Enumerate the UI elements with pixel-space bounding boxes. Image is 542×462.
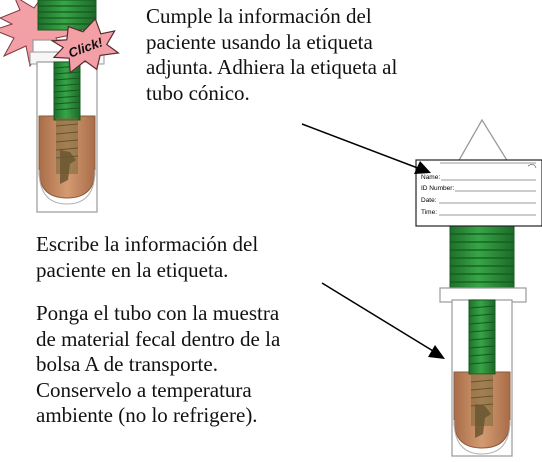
label-field-time: Time:: [421, 209, 437, 216]
instruction-write-info: Escribe la información del paciente en l…: [36, 232, 336, 283]
instruction-line: bolsa A de transporte.: [36, 352, 218, 376]
instruction-line: adjunta. Adhiera la etiqueta al: [146, 55, 398, 79]
label-field-id: ID Number:: [421, 185, 454, 192]
instruction-line: Escribe la información del: [36, 232, 259, 256]
instruction-line: Cumple la información del: [146, 4, 372, 28]
instruction-bag-storage: Ponga el tubo con la muestra de material…: [36, 301, 336, 429]
instruction-attach-label: Cumple la información del paciente usand…: [146, 4, 526, 106]
patient-label: Name: ID Number: Date: Time:: [415, 159, 542, 227]
label-field-name: Name:: [421, 174, 440, 181]
instruction-line: Conservelo a temperatura: [36, 377, 252, 402]
arrow-to-label-icon: [301, 123, 431, 174]
right-tube: Name: ID Number: Date: Time:: [415, 118, 542, 457]
instruction-line: Ponga el tubo con la muestra: [36, 301, 280, 325]
instruction-line: paciente en la etiqueta.: [36, 257, 229, 282]
left-tube: Click!: [0, 0, 120, 213]
instruction-line: de material fecal dentro de la: [36, 326, 281, 351]
label-field-date: Date:: [421, 197, 437, 204]
instruction-line: tubo cónico.: [146, 80, 250, 105]
instruction-line: ambiente (no lo refrigere).: [36, 403, 258, 427]
instruction-line: paciente usando la etiqueta: [146, 29, 373, 54]
arrow-to-tube-icon: [321, 282, 445, 359]
click-badge: Click!: [50, 17, 120, 74]
